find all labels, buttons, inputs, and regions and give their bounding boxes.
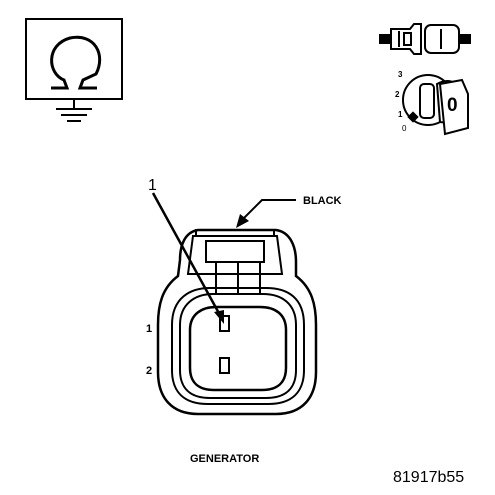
pin-2-terminal xyxy=(219,357,230,374)
wire-color-label: BLACK xyxy=(303,195,342,207)
pin-1-terminal xyxy=(219,315,230,332)
ignition-key-icon: 0 3 2 1 0 xyxy=(395,70,469,136)
pin-1-callout: 1 xyxy=(148,177,224,324)
key-position-0: 0 xyxy=(402,124,407,133)
key-position-1: 1 xyxy=(398,110,403,119)
ohmmeter-icon xyxy=(25,18,123,122)
key-position-2: 2 xyxy=(395,90,400,99)
disconnect-connector-icon xyxy=(379,23,471,55)
wire-color-callout: BLACK xyxy=(236,195,342,228)
figure-id: 81917b55 xyxy=(393,469,464,486)
key-face-label: 0 xyxy=(447,95,458,116)
cavity-label-1: 1 xyxy=(146,323,152,335)
callout-number: 1 xyxy=(148,177,157,194)
key-position-3: 3 xyxy=(398,70,403,79)
cavity-label-2: 2 xyxy=(146,365,152,377)
generator-connector xyxy=(156,228,318,416)
component-name: GENERATOR xyxy=(190,453,259,465)
